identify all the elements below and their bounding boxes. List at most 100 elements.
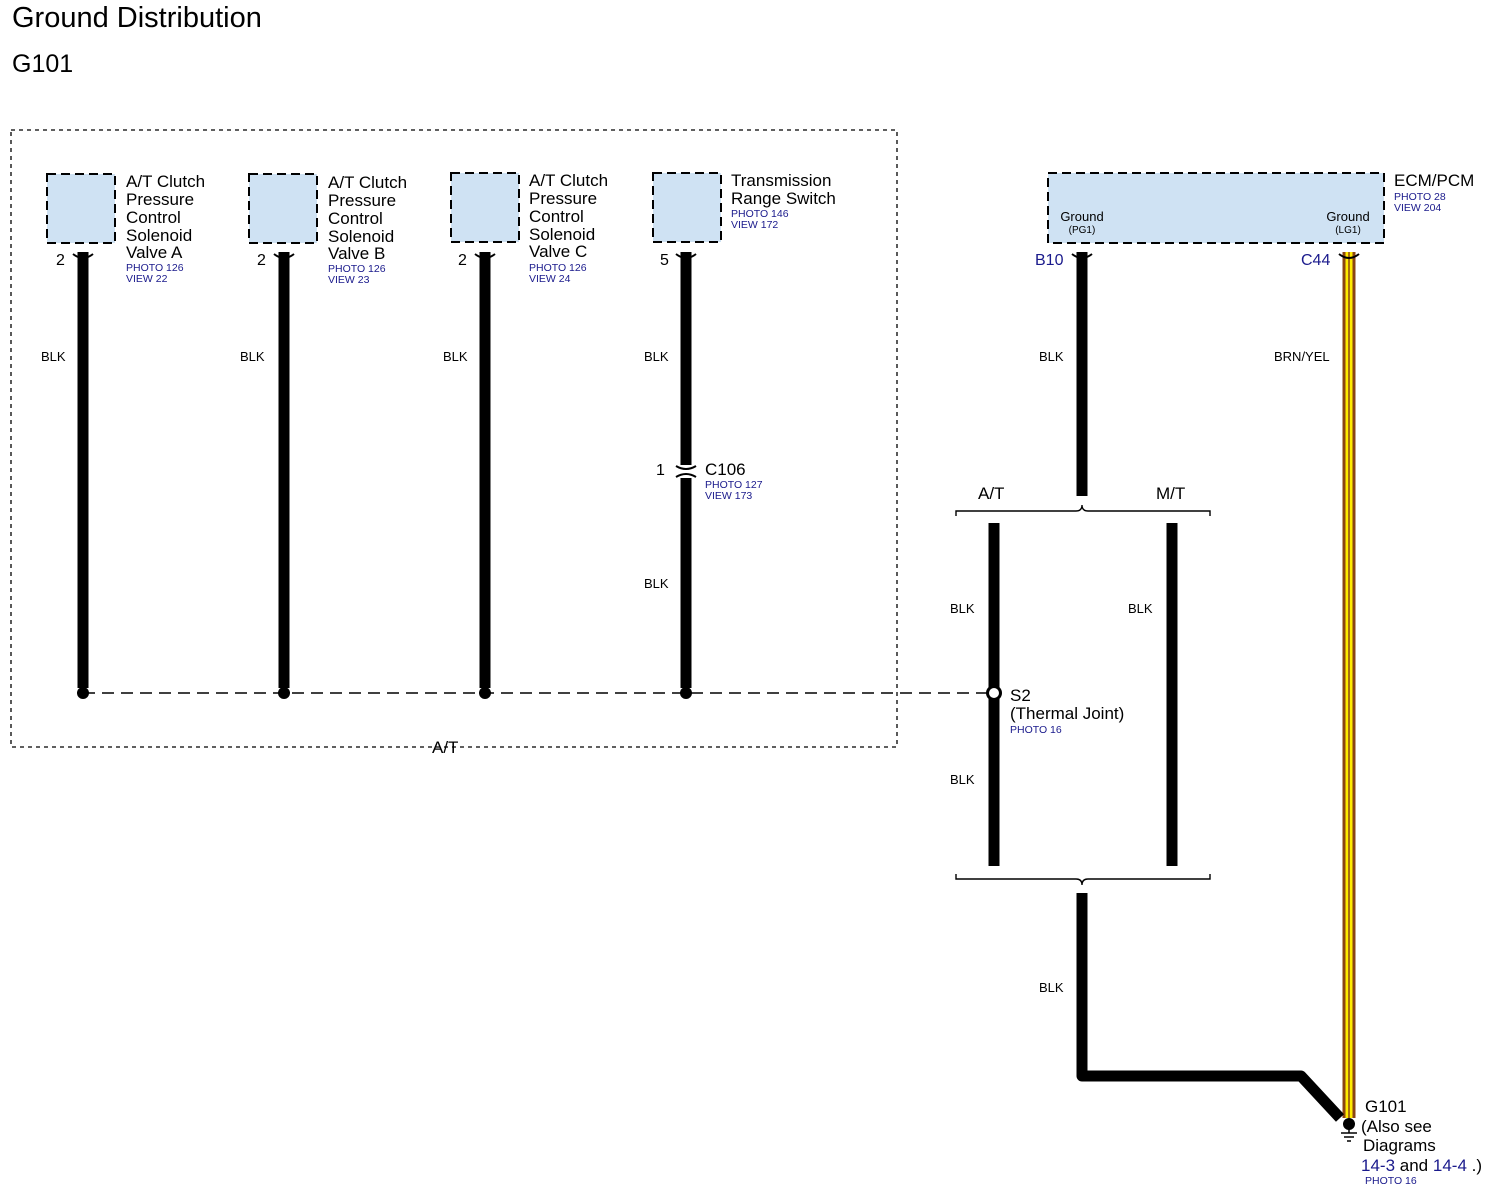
ground-g101[interactable]: G101 (Also see Diagrams 14-3 and 14-4 .)… — [1341, 1097, 1482, 1187]
connector-c106[interactable]: 1 C106 PHOTO 127 VIEW 173 — [656, 460, 763, 502]
valve-b-name-5: Valve B — [328, 244, 385, 263]
c106-ref-photo[interactable]: PHOTO 127 — [705, 479, 763, 491]
valve-a-name-1: A/T Clutch — [126, 172, 205, 191]
g101-note-and: and — [1400, 1156, 1428, 1175]
valve-a-name-4: Solenoid — [126, 226, 192, 245]
c106-name: C106 — [705, 460, 746, 479]
common-ground-wire-label: BLK — [1039, 980, 1064, 995]
valve-c[interactable]: A/T Clutch Pressure Control Solenoid Val… — [450, 171, 608, 285]
valve-b-pin: 2 — [257, 252, 266, 269]
trs-name-1: Transmission — [731, 171, 831, 190]
lower-branch-brace — [955, 874, 1211, 886]
valve-b-name-1: A/T Clutch — [328, 173, 407, 192]
valve-b[interactable]: A/T Clutch Pressure Control Solenoid Val… — [248, 173, 407, 286]
ecm-ground-left: Ground — [1060, 209, 1103, 224]
g101-ref-photo[interactable]: PHOTO 16 — [1365, 1175, 1417, 1187]
page-subtitle: G101 — [12, 50, 74, 78]
valve-b-name-4: Solenoid — [328, 227, 394, 246]
valve-c-wire-label: BLK — [443, 349, 468, 364]
trs-lower-wire-label: BLK — [644, 576, 669, 591]
diagram-link-14-4[interactable]: 14-4 — [1433, 1156, 1467, 1175]
at-region-boundary — [10, 129, 898, 748]
valve-c-name-2: Pressure — [529, 189, 597, 208]
trs-pin: 5 — [660, 252, 669, 269]
trs-ref-photo[interactable]: PHOTO 146 — [731, 208, 789, 220]
b10-wire-label: BLK — [1039, 349, 1064, 364]
valve-a[interactable]: A/T Clutch Pressure Control Solenoid Val… — [46, 172, 205, 285]
valve-c-ref-view[interactable]: VIEW 24 — [529, 273, 571, 285]
diagram-link-14-3[interactable]: 14-3 — [1361, 1156, 1395, 1175]
s2-ref-photo[interactable]: PHOTO 16 — [1010, 724, 1062, 736]
s2-junction-ring — [989, 688, 999, 698]
c106-symbol-bottom — [675, 473, 697, 478]
valve-c-pin: 2 — [458, 252, 467, 269]
valve-a-box — [46, 173, 116, 244]
ecm-pcm[interactable]: ECM/PCM PHOTO 28 VIEW 204 Ground (PG1) G… — [1035, 171, 1474, 269]
splice-s2[interactable]: S2 (Thermal Joint) PHOTO 16 — [986, 685, 1124, 736]
g101-junction — [1343, 1118, 1355, 1130]
ecm-pin-b10: B10 — [1035, 252, 1064, 269]
ecm-ground-right: Ground — [1326, 209, 1369, 224]
page-title: Ground Distribution — [12, 2, 262, 34]
branch-at-label: A/T — [978, 484, 1004, 503]
trs-wire-label: BLK — [644, 349, 669, 364]
g101-note-end: .) — [1472, 1156, 1482, 1175]
trs-name-2: Range Switch — [731, 189, 836, 208]
valve-a-name-5: Valve A — [126, 243, 183, 262]
valve-c-name-5: Valve C — [529, 242, 587, 261]
s2-name: S2 — [1010, 686, 1031, 705]
junction-trs — [680, 687, 692, 699]
b10-pin-cap — [1071, 253, 1093, 259]
valve-a-pin-cap — [72, 253, 94, 259]
valve-c-ref-photo[interactable]: PHOTO 126 — [529, 262, 587, 274]
valve-c-pin-cap — [474, 253, 496, 259]
s2-desc: (Thermal Joint) — [1010, 704, 1124, 723]
junction-b — [278, 687, 290, 699]
at-branch-lower-wire-label: BLK — [950, 772, 975, 787]
valve-b-pin-cap — [273, 253, 295, 259]
valve-c-name-3: Control — [529, 207, 584, 226]
branch-mt-label: M/T — [1156, 484, 1185, 503]
g101-note-line2: Diagrams — [1363, 1136, 1436, 1155]
valve-a-name-3: Control — [126, 208, 181, 227]
junction-c — [479, 687, 491, 699]
ecm-ref-view[interactable]: VIEW 204 — [1394, 202, 1441, 214]
c106-pin: 1 — [656, 462, 665, 479]
valve-b-name-3: Control — [328, 209, 383, 228]
valve-b-name-2: Pressure — [328, 191, 396, 210]
trs-ref-view[interactable]: VIEW 172 — [731, 219, 778, 231]
common-ground-wire — [1076, 893, 1345, 1122]
c106-ref-view[interactable]: VIEW 173 — [705, 490, 752, 502]
at-branch-wire-label: BLK — [950, 601, 975, 616]
mt-branch-wire-label: BLK — [1128, 601, 1153, 616]
valve-a-name-2: Pressure — [126, 190, 194, 209]
valve-b-ref-photo[interactable]: PHOTO 126 — [328, 263, 386, 275]
ecm-box — [1047, 172, 1385, 244]
ecm-ground-left-sub: (PG1) — [1069, 225, 1096, 236]
c44-pin-cap — [1338, 253, 1360, 259]
valve-c-box — [450, 172, 520, 243]
valve-c-name-1: A/T Clutch — [529, 171, 608, 190]
transmission-range-switch[interactable]: Transmission Range Switch PHOTO 146 VIEW… — [652, 171, 836, 269]
valve-b-ref-view[interactable]: VIEW 23 — [328, 274, 370, 286]
valve-b-wire-label: BLK — [240, 349, 265, 364]
ecm-pin-c44: C44 — [1301, 252, 1330, 269]
ecm-name: ECM/PCM — [1394, 171, 1474, 190]
valve-b-box — [248, 173, 318, 244]
valve-a-ref-view[interactable]: VIEW 22 — [126, 273, 168, 285]
g101-note-line3: 14-3 and 14-4 .) — [1361, 1156, 1482, 1175]
c106-symbol-top — [675, 465, 697, 470]
c44-wire-label: BRN/YEL — [1274, 349, 1330, 364]
trs-box — [652, 172, 722, 243]
g101-name: G101 — [1365, 1097, 1407, 1116]
trs-pin-cap — [675, 253, 697, 259]
upper-branch-brace — [955, 504, 1211, 516]
ecm-ground-right-sub: (LG1) — [1335, 225, 1361, 236]
g101-note-line1: (Also see — [1361, 1117, 1432, 1136]
valve-c-name-4: Solenoid — [529, 225, 595, 244]
ecm-ref-photo[interactable]: PHOTO 28 — [1394, 191, 1446, 203]
valve-a-wire-label: BLK — [41, 349, 66, 364]
junction-a — [77, 687, 89, 699]
valve-a-ref-photo[interactable]: PHOTO 126 — [126, 262, 184, 274]
